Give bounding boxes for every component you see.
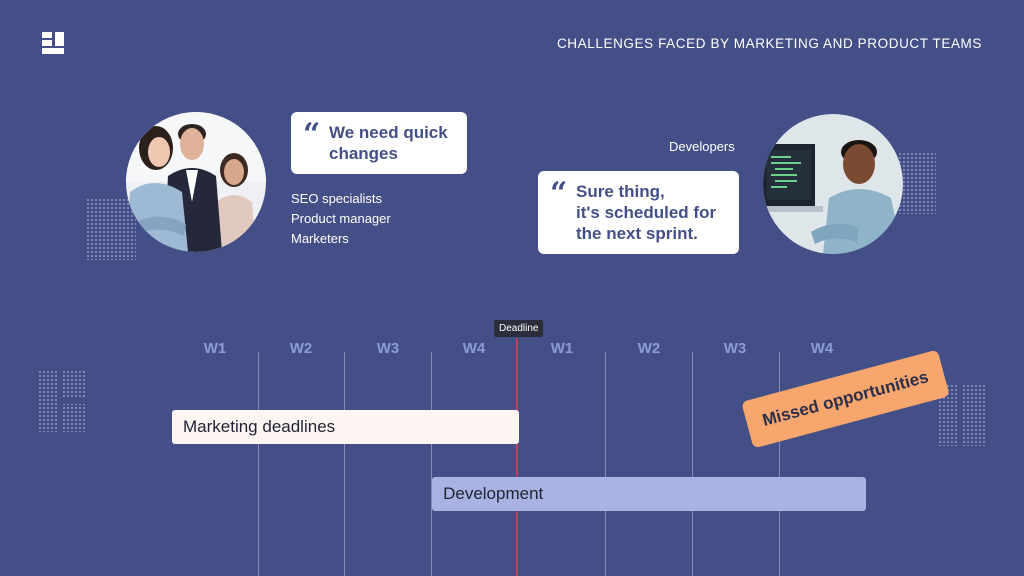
week-divider [605,352,606,576]
developer-quote-bubble: “ Sure thing, it's scheduled for the nex… [538,171,739,254]
role-item: SEO specialists [291,191,383,206]
dot-pattern-right-bottom [938,384,986,446]
dot-pattern-left-top [86,198,136,260]
week-label: W4 [810,340,834,357]
quote-icon: “ [303,117,321,152]
marketing-roles-list: SEO specialists Product manager Marketer… [291,189,391,249]
developer-quote-text: Sure thing, it's scheduled for the next … [576,182,717,243]
role-item: Product manager [291,211,391,226]
week-divider [692,352,693,576]
week-label: W3 [723,340,747,357]
week-divider [344,352,345,576]
week-label: W2 [637,340,661,357]
marketing-quote-text: We need quick changes [329,123,448,163]
week-divider [431,352,432,576]
week-label: W3 [376,340,400,357]
brand-logo-icon [42,32,64,54]
developer-photo [763,114,903,254]
missed-opportunities-callout: Missed opportunities [741,349,950,449]
deadline-tag: Deadline [494,320,544,337]
week-label: W1 [203,340,227,357]
dot-pattern-left-bottom [38,370,86,432]
marketing-deadlines-bar: Marketing deadlines [172,410,519,444]
marketing-team-photo [126,112,266,252]
week-label: W1 [550,340,574,357]
development-bar: Development [432,477,866,511]
deadline-line [516,338,518,576]
week-label: W2 [289,340,313,357]
quote-icon: “ [550,176,568,211]
week-divider [779,352,780,576]
week-divider [258,352,259,576]
dot-pattern-right-top [898,152,936,214]
page-title: CHALLENGES FACED BY MARKETING AND PRODUC… [556,36,982,51]
developers-label: Developers [669,139,735,154]
marketing-quote-bubble: “ We need quick changes [291,112,467,174]
week-label: W4 [462,340,486,357]
role-item: Marketers [291,231,349,246]
